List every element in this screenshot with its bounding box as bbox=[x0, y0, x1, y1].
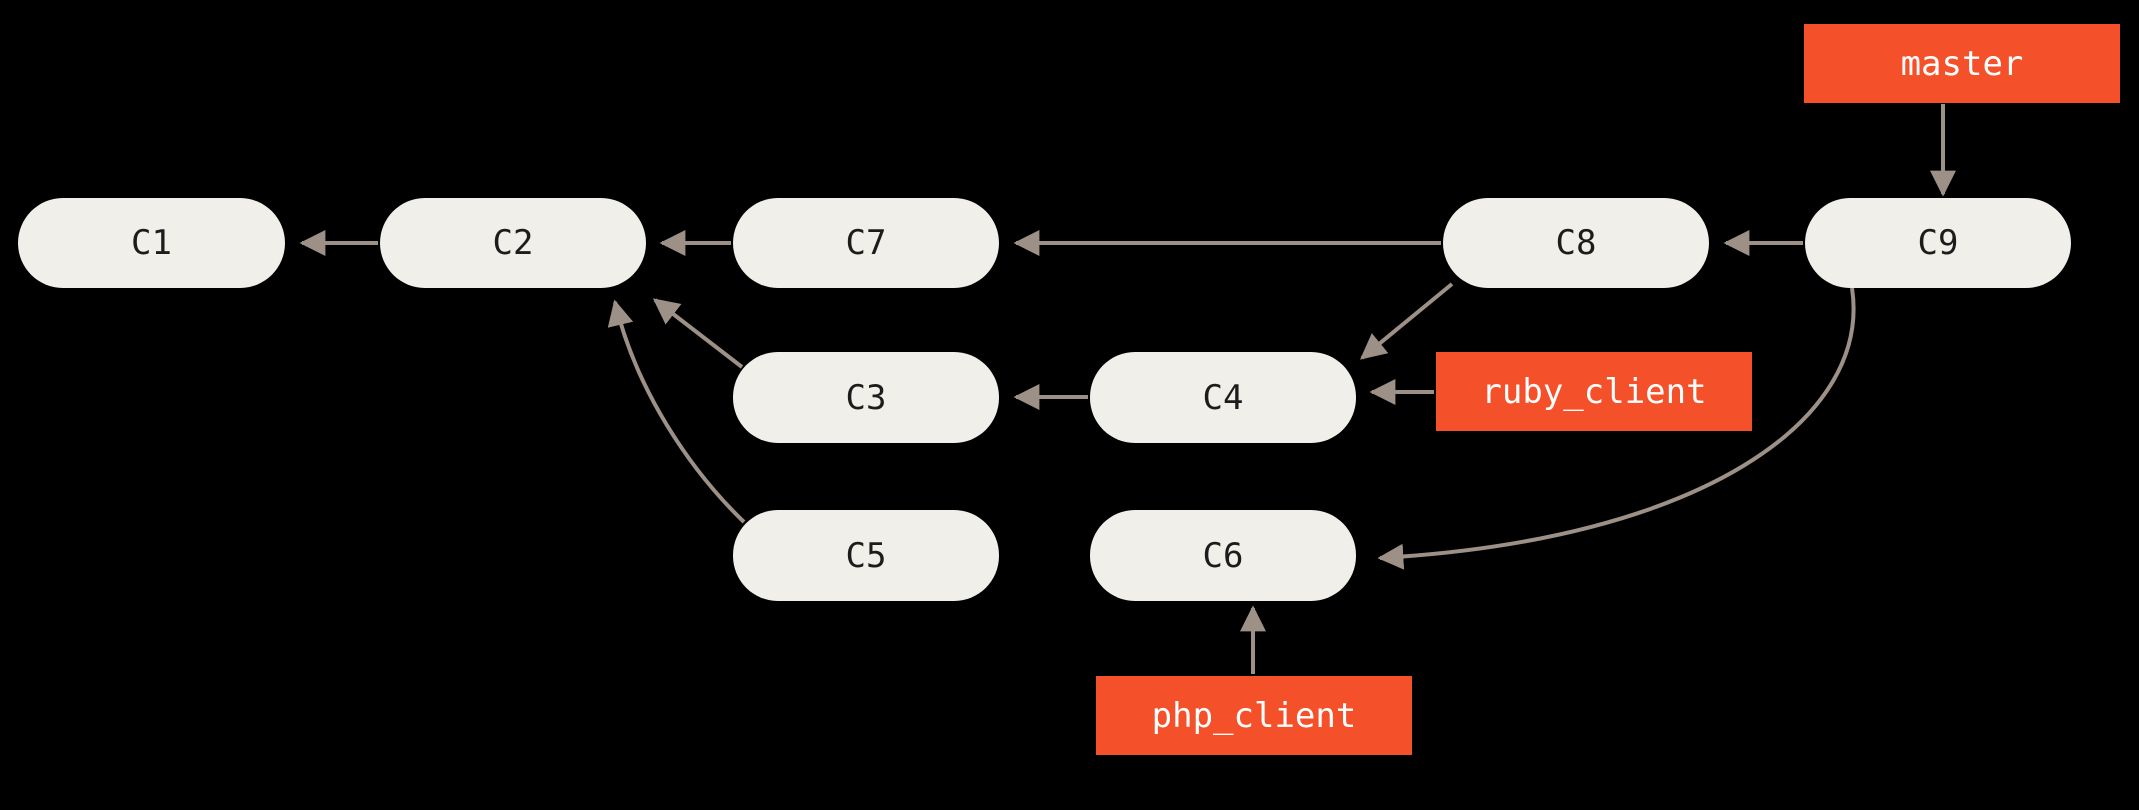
commit-label-c3: C3 bbox=[845, 377, 887, 418]
branch-tag-label-php-client: php_client bbox=[1151, 695, 1357, 736]
commit-label-c9: C9 bbox=[1917, 223, 1959, 263]
commit-node-c9[interactable]: C9 bbox=[1805, 198, 2071, 288]
branch-tag-master[interactable]: master bbox=[1804, 24, 2120, 103]
edge-c8-c4 bbox=[1359, 282, 1454, 360]
commit-label-c7: C7 bbox=[845, 223, 887, 263]
branch-tag-label-ruby-client: ruby_client bbox=[1481, 371, 1707, 412]
branch-tag-ruby-client[interactable]: ruby_client bbox=[1436, 352, 1752, 431]
commit-label-c2: C2 bbox=[492, 223, 534, 263]
commit-node-c8[interactable]: C8 bbox=[1443, 198, 1709, 288]
commit-node-c1[interactable]: C1 bbox=[18, 198, 285, 288]
commit-node-c5[interactable]: C5 bbox=[733, 510, 999, 601]
commit-node-c6[interactable]: C6 bbox=[1090, 510, 1356, 601]
branch-tag-label-master: master bbox=[1900, 43, 2024, 84]
commit-label-c6: C6 bbox=[1202, 535, 1244, 576]
commit-label-c4: C4 bbox=[1202, 377, 1244, 418]
commit-label-c5: C5 bbox=[845, 535, 887, 576]
commit-node-c4[interactable]: C4 bbox=[1090, 352, 1356, 443]
commit-node-c2[interactable]: C2 bbox=[380, 198, 646, 288]
edge-c5-c2 bbox=[607, 299, 746, 524]
branch-tag-php-client[interactable]: php_client bbox=[1096, 676, 1412, 755]
edge-c3-c2 bbox=[652, 298, 744, 369]
commit-node-c3[interactable]: C3 bbox=[733, 352, 999, 443]
commit-node-c7[interactable]: C7 bbox=[733, 198, 999, 288]
commit-label-c8: C8 bbox=[1555, 223, 1597, 263]
commit-label-c1: C1 bbox=[131, 223, 172, 263]
